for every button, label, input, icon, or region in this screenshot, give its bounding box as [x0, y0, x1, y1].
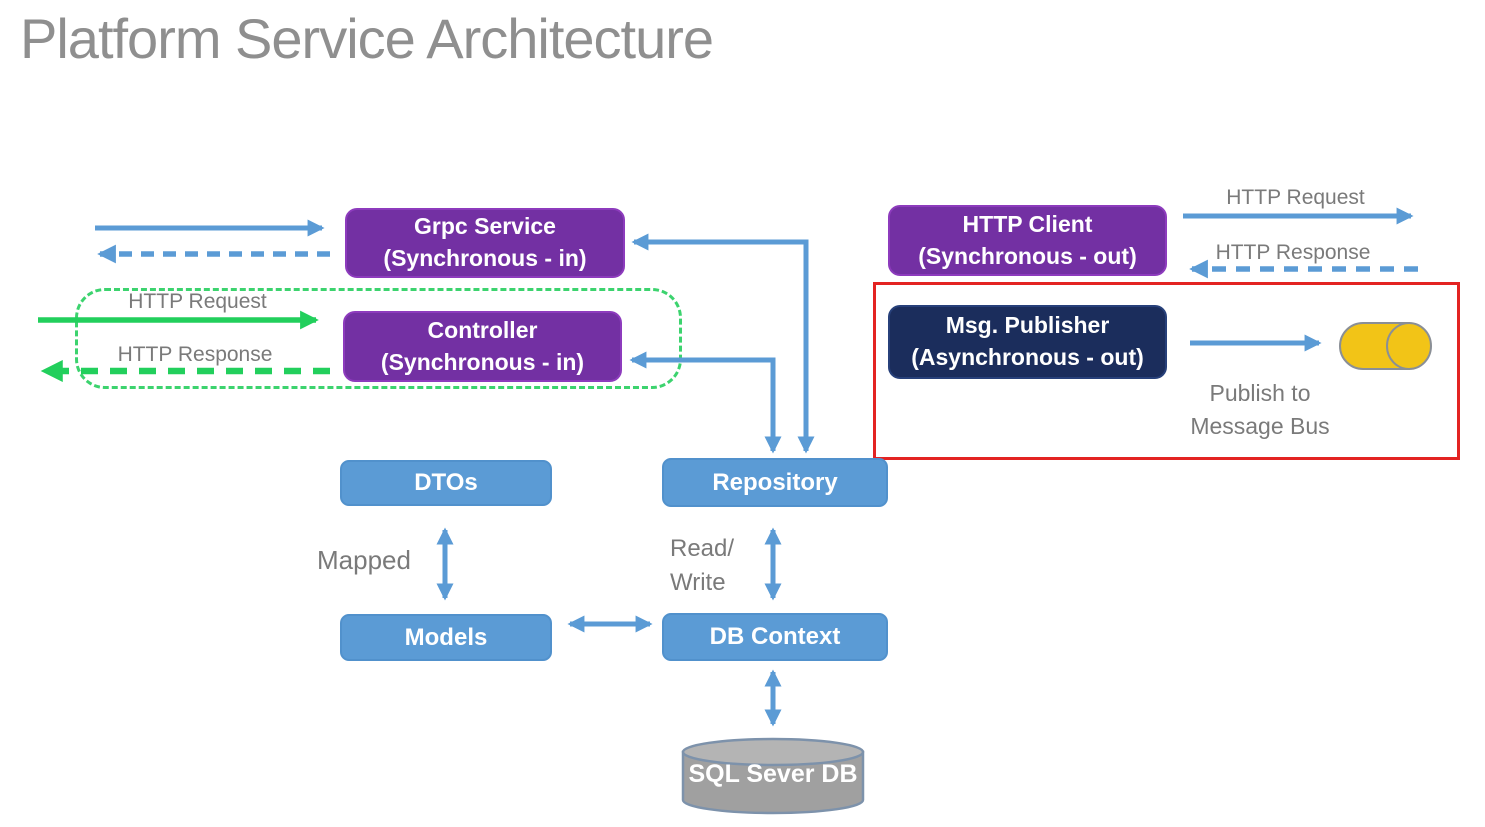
sql-database-cylinder-icon [681, 737, 865, 815]
http-request-label-left: HTTP Request [128, 290, 267, 313]
publish-to-message-bus-label: Publish to Message Bus [1150, 377, 1370, 444]
node-controller-line1: Controller [427, 316, 538, 343]
publish-label-line2: Message Bus [1190, 413, 1330, 440]
node-repository-label: Repository [712, 468, 838, 496]
node-repository: Repository [662, 458, 888, 507]
node-dtos-label: DTOs [414, 469, 478, 497]
node-controller: Controller (Synchronous - in) [343, 311, 622, 382]
read-write-line2: Write [670, 568, 726, 596]
node-models: Models [340, 614, 552, 661]
node-controller-line2: (Synchronous - in) [380, 348, 585, 375]
node-grpc-service-line1: Grpc Service [414, 213, 556, 240]
node-db-context: DB Context [662, 613, 888, 661]
read-write-line1: Read/ [670, 535, 735, 562]
node-http-client-line1: HTTP Client [962, 210, 1093, 237]
node-http-client: HTTP Client (Synchronous - out) [888, 205, 1167, 276]
http-response-label-right: HTTP Response [1215, 241, 1371, 264]
node-db-context-label: DB Context [709, 623, 841, 651]
http-request-label-right: HTTP Request [1226, 186, 1365, 209]
mapped-label: Mapped [317, 545, 411, 575]
node-msg-publisher-line2: (Asynchronous - out) [911, 344, 1144, 370]
node-sql-db-label: SQL Sever DB [688, 760, 858, 788]
controller-repository-connector [629, 351, 782, 454]
node-grpc-service-line2: (Synchronous - in) [383, 245, 587, 271]
node-http-client-line2: (Synchronous - out) [918, 242, 1137, 269]
node-msg-publisher: Msg. Publisher (Asynchronous - out) [888, 305, 1167, 379]
node-grpc-service: Grpc Service (Synchronous - in) [345, 208, 625, 278]
node-models-label: Models [404, 623, 488, 651]
read-write-label: Read/ Write [670, 532, 734, 599]
http-response-label-left: HTTP Response [117, 343, 273, 366]
page-title: Platform Service Architecture [20, 7, 714, 70]
node-dtos: DTOs [340, 460, 552, 506]
message-bus-icon [1339, 322, 1432, 370]
publisher-group-outline [873, 282, 1460, 460]
node-msg-publisher-line1: Msg. Publisher [945, 312, 1110, 339]
grpc-repository-connector [631, 233, 815, 454]
publish-label-line1: Publish to [1209, 380, 1311, 406]
